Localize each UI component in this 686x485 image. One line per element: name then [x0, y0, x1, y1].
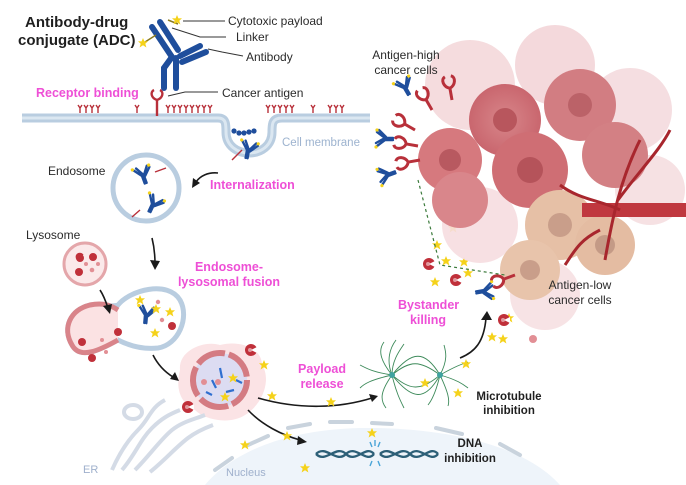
arrow-heads	[103, 178, 492, 445]
label-antigen-low-line2: cancer cells	[548, 293, 612, 307]
label-er: ER	[83, 464, 99, 476]
step-payload-line2: release	[300, 377, 344, 391]
step-payload-line1: Payload	[298, 362, 346, 376]
step-bystander-line2: killing	[409, 313, 447, 327]
adc-antibody-icon	[138, 15, 209, 91]
endosome-lysosome-fusion-icon	[65, 286, 187, 362]
label-antigen-high-line2: cancer cells	[374, 63, 438, 77]
cancer-antigen-icon	[150, 88, 164, 116]
tumor-mass	[418, 25, 686, 330]
endosome-icon	[110, 152, 182, 224]
label-dna-line2: inhibition	[444, 453, 496, 465]
label-antibody: Antibody	[246, 50, 293, 64]
process-arrows	[99, 172, 487, 441]
label-dna-line1: DNA	[457, 438, 483, 450]
label-antigen-high-line1: Antigen-high	[372, 48, 440, 62]
label-endosome: Endosome	[48, 164, 106, 178]
lysosomal-degradation-icon	[178, 343, 277, 421]
title-line2: conjugate (ADC)	[18, 32, 136, 49]
label-lysosome: Lysosome	[26, 228, 81, 242]
er-icon	[110, 398, 214, 474]
label-linker: Linker	[236, 30, 269, 44]
step-fusion-line1: Endosome-	[194, 260, 264, 274]
title-line1: Antibody-drug	[25, 14, 129, 31]
dna-icon	[315, 440, 439, 467]
internalizing-adc	[231, 128, 262, 162]
step-bystander-line1: Bystander	[398, 298, 460, 312]
membrane-receptors	[77, 104, 345, 114]
label-microtubule-line1: Microtubule	[476, 391, 542, 403]
step-fusion-line2: lysosomal fusion	[177, 275, 281, 289]
free-payload-molecules	[240, 223, 537, 473]
label-cell-membrane: Cell membrane	[282, 137, 360, 149]
label-nucleus: Nucleus	[226, 467, 266, 479]
step-internalization: Internalization	[210, 178, 295, 192]
microtubule-spindle-icon	[359, 339, 469, 409]
step-receptor-binding: Receptor binding	[36, 86, 139, 100]
lysosome-icon	[62, 241, 108, 287]
label-cytotoxic-payload: Cytotoxic payload	[228, 14, 323, 28]
label-cancer-antigen: Cancer antigen	[222, 86, 304, 100]
label-microtubule-line2: inhibition	[483, 405, 535, 417]
leader-lines	[167, 20, 244, 97]
label-antigen-low-line1: Antigen-low	[548, 278, 612, 292]
